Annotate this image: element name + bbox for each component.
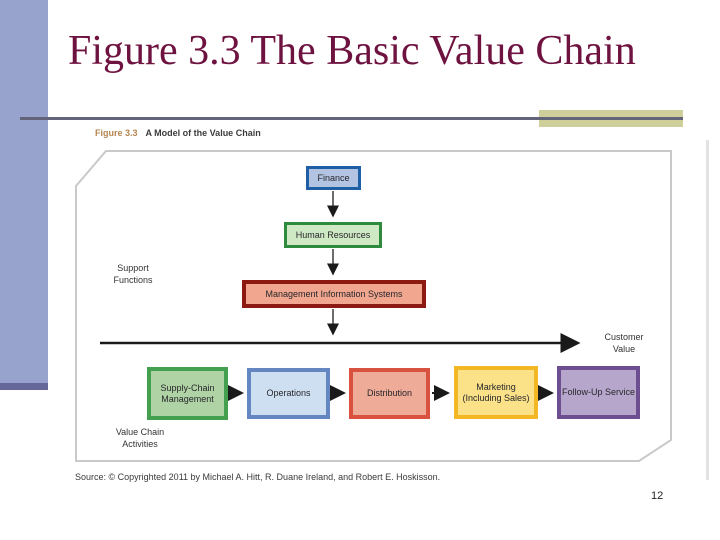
figure-source-credit: Source: © Copyrighted 2011 by Michael A.… [75,472,441,482]
slide-page-number: 12 [651,490,664,502]
customer-value-line1: Customer [604,332,644,342]
distribution-box: Distribution [349,368,430,419]
support-functions-line1: Support [117,263,149,273]
page-title: Figure 3.3 The Basic Value Chain [68,28,636,74]
supply-chain-box-label: Supply-Chain Management [160,382,215,404]
customer-value-label: Customer Value [594,331,654,355]
figure-caption-title: A Model of the Value Chain [145,128,261,138]
figure-caption: Figure 3.3 A Model of the Value Chain [95,128,261,138]
figure-border [75,150,672,462]
figure-scan-edge [706,140,709,480]
follow-up-service-box: Follow-Up Service [557,366,640,419]
management-information-systems-box: Management Information Systems [242,280,426,308]
title-rule [20,117,683,120]
sidebar-accent-bar-footer [0,383,48,390]
marketing-box: Marketing (Including Sales) [454,366,538,419]
value-chain-line2: Activities [122,439,158,449]
operations-box-label: Operations [266,388,311,398]
sidebar-accent-bar [0,0,48,383]
finance-box: Finance [306,166,361,190]
human-resources-box-label: Human Resources [295,229,371,240]
finance-box-label: Finance [317,172,350,183]
distribution-box-label: Distribution [366,388,413,398]
mis-box-label: Management Information Systems [265,288,403,299]
diagram-border-and-arrows [75,150,672,462]
customer-value-line2: Value [612,344,636,354]
operations-box: Operations [247,368,330,419]
figure-caption-number: Figure 3.3 [95,128,138,138]
support-functions-label: Support Functions [96,262,170,286]
value-chain-activities-label: Value Chain Activities [100,426,180,450]
marketing-box-label: Marketing (Including Sales) [462,381,530,403]
human-resources-box: Human Resources [284,222,382,248]
supply-chain-management-box: Supply-Chain Management [147,367,228,420]
support-functions-line2: Functions [113,275,153,285]
value-chain-line1: Value Chain [115,427,165,437]
follow-up-service-box-label: Follow-Up Service [561,387,636,397]
